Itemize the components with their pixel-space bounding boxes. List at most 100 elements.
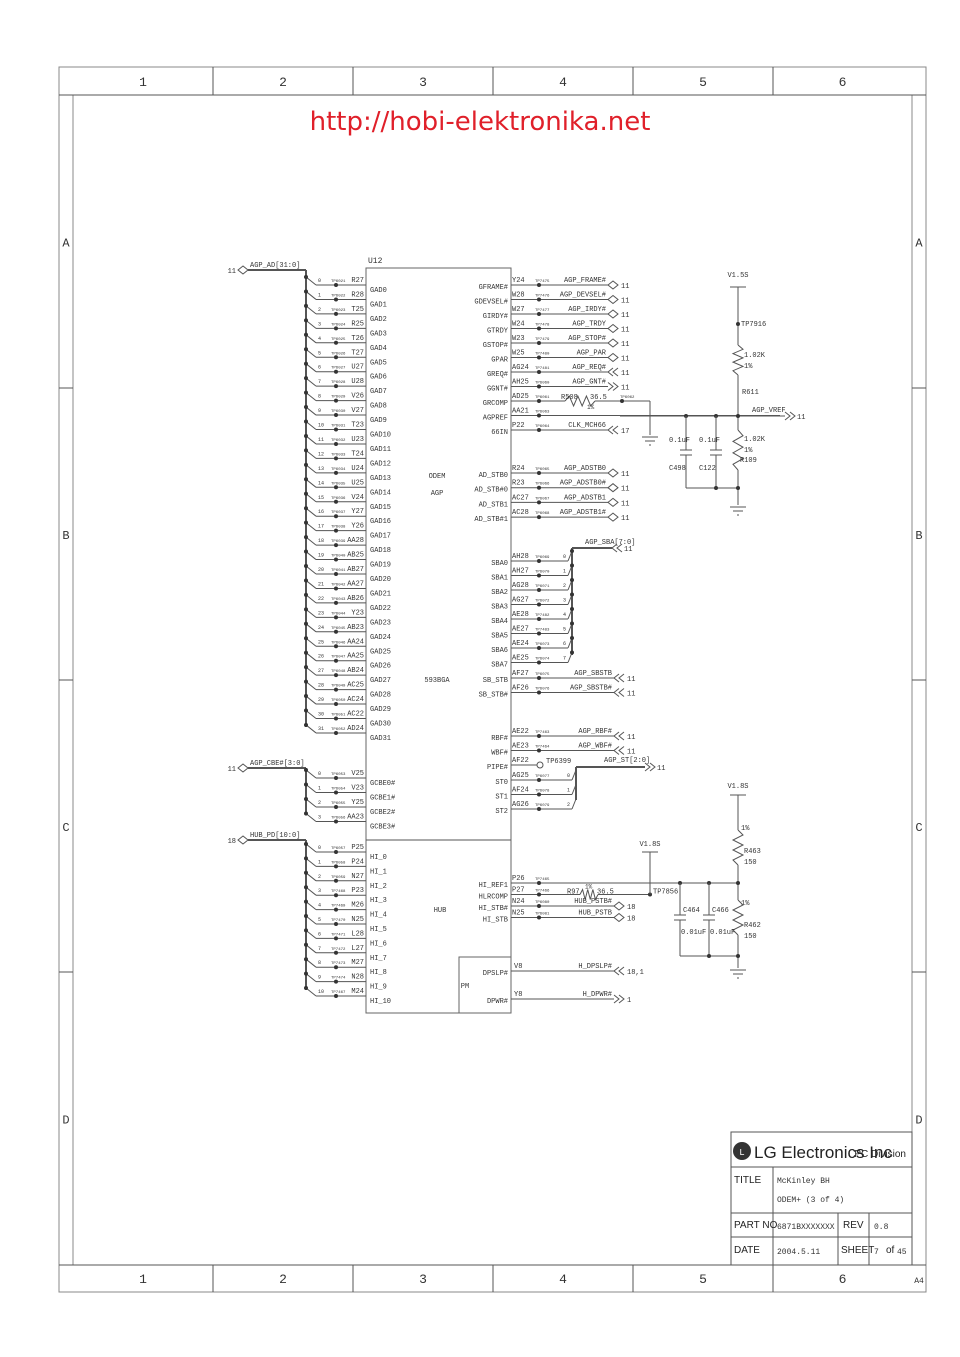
offpage-output-icon: [644, 762, 656, 772]
pin-name: HI_8: [370, 969, 387, 977]
bus-tap-dot: [304, 650, 308, 655]
testpoint-dot: [334, 730, 338, 735]
testpoint-ref: TP7470: [331, 919, 346, 923]
pin-name: SBA6: [491, 647, 508, 655]
bit-index: 5: [318, 917, 321, 923]
testpoint-dot: [334, 557, 338, 562]
ball-ref: AB24: [347, 667, 364, 675]
bus-entry: [305, 493, 317, 503]
pin-name: GCBE1#: [370, 795, 395, 803]
ball-ref: R24: [512, 465, 525, 473]
url-watermark[interactable]: http://hobi-elektronika.net: [310, 107, 651, 137]
bus-tap-dot: [304, 303, 308, 308]
ball-ref: T26: [351, 335, 364, 343]
pin-name: SB_STB: [483, 677, 508, 685]
testpoint-ref: TP6079: [535, 804, 550, 808]
testpoint-ref: TP7468: [331, 890, 346, 894]
testpoint-ref: TP6075: [535, 673, 550, 677]
ball-ref: AE25: [512, 655, 529, 663]
pin-name: GAD12: [370, 460, 391, 468]
capacitor-value: 0.01uF: [710, 929, 735, 937]
bus-entry: [305, 695, 317, 705]
bus-entry: [305, 406, 317, 416]
bus-entry: [305, 305, 317, 315]
testpoint-ref: TP6068: [535, 512, 550, 516]
testpoint-dot: [334, 384, 338, 389]
resistor-r462: [731, 899, 745, 936]
resistor-value: 36.5: [590, 394, 607, 402]
testpoint-ref: TP6046: [331, 641, 346, 645]
net-label: H_DPSLP#: [578, 963, 612, 971]
bit-index: 19: [318, 553, 324, 559]
testpoint-ref: TP7466: [535, 890, 550, 894]
bus-entry: [305, 319, 317, 329]
bit-index: 10: [318, 423, 324, 429]
testpoint-ref: TP7480: [535, 353, 550, 357]
row-label: A: [62, 237, 70, 251]
net-label: AGP_GNT#: [572, 379, 606, 387]
testpoint-dot: [334, 850, 338, 854]
ball-ref: AC28: [512, 509, 529, 517]
pin-name: SB_STB#: [479, 692, 508, 700]
partno-label: PART NO: [734, 1220, 778, 1231]
testpoint-dot: [537, 778, 541, 782]
testpoint-ref: TP6059: [331, 876, 346, 880]
testpoint-dot: [334, 499, 338, 504]
bit-index: 14: [318, 480, 324, 486]
net-label: AGP_FRAME#: [564, 277, 606, 285]
testpoint-ref: TP7483: [535, 629, 550, 633]
testpoint-dot: [334, 543, 338, 548]
column-label: 3: [419, 75, 427, 90]
column-label: 5: [699, 75, 707, 90]
testpoint-ref: TP7916: [741, 321, 766, 329]
ball-ref: V8: [514, 963, 522, 971]
rev-value: 0.8: [874, 1223, 889, 1232]
testpoint-dot: [334, 615, 338, 620]
offpage-sheet-ref: 17: [621, 428, 629, 436]
title-line2: ODEM+ (3 of 4): [777, 1196, 844, 1205]
capacitor-ref: C122: [699, 465, 716, 473]
testpoint-dot: [334, 456, 338, 461]
testpoint-ref: TP6061: [535, 396, 550, 400]
testpoint-ref: TP6032: [331, 439, 346, 443]
testpoint-dot: [537, 370, 541, 374]
pin-name: GDEVSEL#: [474, 299, 508, 307]
testpoint-ref: TP7477: [535, 309, 550, 313]
bus-tap-dot: [304, 592, 308, 597]
testpoint-ref: TP6025: [331, 338, 346, 342]
testpoint-dot: [334, 600, 338, 605]
offpage-bidir-icon: [607, 468, 619, 478]
testpoint-ref: TP6065: [535, 468, 550, 472]
ball-ref: AG28: [512, 582, 529, 590]
testpoint-ref: TP6034: [331, 468, 346, 472]
bus-tap-dot: [304, 928, 308, 933]
bus-entry: [305, 872, 317, 882]
bit-index: 1: [318, 859, 321, 865]
testpoint-dot: [537, 646, 541, 650]
pin-name: GRCOMP: [483, 400, 508, 408]
offpage-bidir-icon: [607, 309, 619, 319]
ball-ref: M24: [351, 988, 364, 996]
bit-index: 5: [563, 627, 566, 633]
offpage-output-icon: [784, 411, 796, 421]
ball-ref: V27: [351, 407, 364, 415]
testpoint-ref: TP6077: [535, 775, 550, 779]
bit-index: 2: [563, 583, 566, 589]
pin-name: GAD22: [370, 605, 391, 613]
testpoint-ref: TP6053: [331, 773, 346, 777]
ball-ref: AC24: [347, 696, 364, 704]
testpoint-dot: [537, 399, 541, 403]
pin-name: DPWR#: [487, 998, 508, 1006]
ball-ref: AG25: [512, 772, 529, 780]
pin-name: GPAR: [491, 357, 509, 365]
row-label: C: [915, 821, 922, 835]
title-label: TITLE: [734, 1175, 762, 1186]
offpage-sheet-ref: 11: [627, 676, 635, 684]
pin-name: GAD6: [370, 374, 387, 382]
column-label: 3: [419, 1272, 427, 1287]
ball-ref: N25: [512, 910, 525, 918]
bit-index: 2: [318, 874, 321, 880]
resistor-r97: [579, 888, 599, 901]
net-label: AGP_WBF#: [578, 743, 612, 751]
row-label: A: [915, 237, 923, 251]
